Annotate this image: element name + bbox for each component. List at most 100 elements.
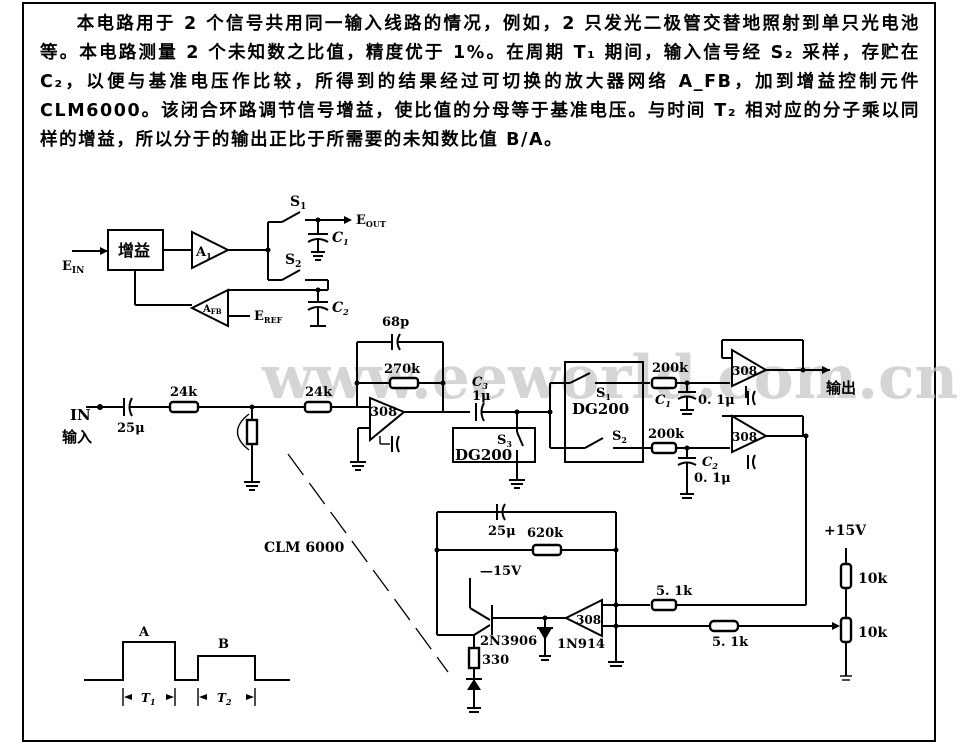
junction-dot xyxy=(800,367,806,373)
ein-label: EIN xyxy=(62,259,84,276)
amp-a1 xyxy=(191,230,231,270)
opamp-buffer1-label: 308 xyxy=(732,364,757,378)
capacitor-c1-plate xyxy=(307,238,329,243)
c2-main-label: C2 xyxy=(702,455,718,471)
c1-label: C1 xyxy=(332,230,349,247)
in-label-cn: 输入 xyxy=(62,428,92,446)
eout-label: EOUT xyxy=(356,213,386,229)
resistor-5k1-b xyxy=(708,619,740,633)
r1-value: 24k xyxy=(170,385,198,400)
s1-dg-label: S1 xyxy=(596,386,611,402)
opamp-int-label: 308 xyxy=(576,613,601,627)
r51b-value: 5. 1k xyxy=(712,635,749,650)
capacitor-comp-2-plate xyxy=(752,390,756,406)
opamp1-label: 308 xyxy=(370,405,397,420)
r2-value: 24k xyxy=(305,385,333,400)
opamp-308-buffer-2 xyxy=(731,414,769,454)
rs1-value: 200k xyxy=(652,361,689,376)
re-value: 330 xyxy=(482,653,509,668)
cint-value: 25μ xyxy=(488,524,516,539)
t2-arrow-right-icon xyxy=(246,694,254,700)
opamp-308-integrator xyxy=(563,598,603,638)
eref-label: EREF xyxy=(254,309,283,325)
led-icon xyxy=(467,679,481,690)
resistor-24k-1 xyxy=(168,400,200,414)
rint-value: 620k xyxy=(527,526,564,541)
switch-s1-dg xyxy=(569,372,591,384)
input-arrow-icon xyxy=(100,247,108,255)
capacitor-comp-3-plate xyxy=(752,454,756,470)
block-diagram: EIN 增益 A1 S1 EOUT C1 S2 xyxy=(62,194,386,328)
capacitor-25u-int-plate xyxy=(501,503,506,521)
photoresistor-clm xyxy=(245,418,259,446)
gain-block-label: 增益 xyxy=(118,241,150,260)
c2-main-value: 0. 1μ xyxy=(694,471,731,486)
dg200-label-b: DG200 xyxy=(572,400,629,418)
main-circuit: IN 输入 25μ 24k 24k 68p 270k xyxy=(62,315,887,713)
rpot-top-value: 10k xyxy=(858,571,887,587)
t1-label: T1 xyxy=(141,691,156,707)
rs2-value: 200k xyxy=(648,427,685,442)
c2-label: C2 xyxy=(332,300,349,317)
clm-leader-line xyxy=(287,453,449,673)
resistor-5k1-a xyxy=(650,598,678,612)
transistor-emitter xyxy=(473,624,491,636)
output-arrow-icon xyxy=(344,216,352,224)
c3-label: C3 xyxy=(472,375,488,391)
switch-s2 xyxy=(281,269,301,281)
opamp-308-buffer-1 xyxy=(731,348,769,388)
t1-arrow-right-icon xyxy=(166,694,174,700)
figure-frame xyxy=(22,2,936,742)
resistor-330 xyxy=(467,646,481,670)
input-terminal xyxy=(97,404,103,410)
junction-dot xyxy=(440,380,446,386)
switch-s3 xyxy=(516,431,524,447)
switch-s2-dg xyxy=(584,437,604,449)
neg-supply-label: —15V xyxy=(480,564,522,579)
dg200-s1s2-box xyxy=(564,361,644,463)
in-label: IN xyxy=(70,406,91,424)
resistor-10k-top xyxy=(839,562,853,590)
pulse-b-label: B xyxy=(218,637,229,652)
resistor-200k-2 xyxy=(650,441,678,455)
potentiometer-10k xyxy=(839,616,853,644)
s2-label: S2 xyxy=(285,252,301,270)
dg200-label-a: DG200 xyxy=(455,446,512,464)
resistor-200k-1 xyxy=(650,376,678,390)
description-paragraph: 本电路用于 2 个信号共用同一输入线路的情况，例如，2 只发光二极管交替地照射到… xyxy=(40,14,920,150)
rfb-value: 270k xyxy=(384,362,421,377)
wiper-arrow-icon xyxy=(832,622,840,630)
t2-label: T2 xyxy=(217,691,232,707)
amp-afb-label: AFB xyxy=(202,304,222,316)
rpot-value: 10k xyxy=(858,625,887,641)
switch-s1 xyxy=(281,211,301,223)
s2-dg-label: S2 xyxy=(612,429,627,445)
clm-label: CLM 6000 xyxy=(264,540,345,556)
r51a-value: 5. 1k xyxy=(656,584,693,599)
s1-label: S1 xyxy=(290,194,306,212)
pulse-waveform xyxy=(84,641,290,681)
resistor-620k xyxy=(531,543,563,557)
timing-diagram: A B T1 T2 xyxy=(84,625,290,707)
cin-value: 25μ xyxy=(117,421,145,436)
amp-a1-label: A1 xyxy=(195,245,212,261)
description-text: 本电路用于 2 个信号共用同一输入线路的情况，例如，2 只发光二极管交替地照射到… xyxy=(40,10,920,155)
junction-dot xyxy=(613,602,619,608)
dg200-s3-box xyxy=(452,427,536,463)
c1-main-label: C1 xyxy=(655,393,671,409)
capacitor-c2-main-plate xyxy=(677,461,697,466)
pos-supply-label: +15V xyxy=(824,523,867,539)
opamp-buffer2-label: 308 xyxy=(732,430,757,444)
amp-afb xyxy=(189,288,229,328)
transistor-label: 2N3906 xyxy=(480,634,537,649)
c1-main-value: 0. 1μ xyxy=(698,393,735,408)
output-arrow-icon xyxy=(822,366,830,374)
clm-enclosure xyxy=(236,413,250,451)
capacitor-c2-plate xyxy=(307,306,329,311)
pulse-a-label: A xyxy=(138,625,150,640)
resistor-24k-2 xyxy=(303,400,333,414)
cfb-value: 68p xyxy=(382,315,409,330)
diode-label: 1N914 xyxy=(557,637,605,652)
transistor-2n3906 xyxy=(469,607,491,621)
